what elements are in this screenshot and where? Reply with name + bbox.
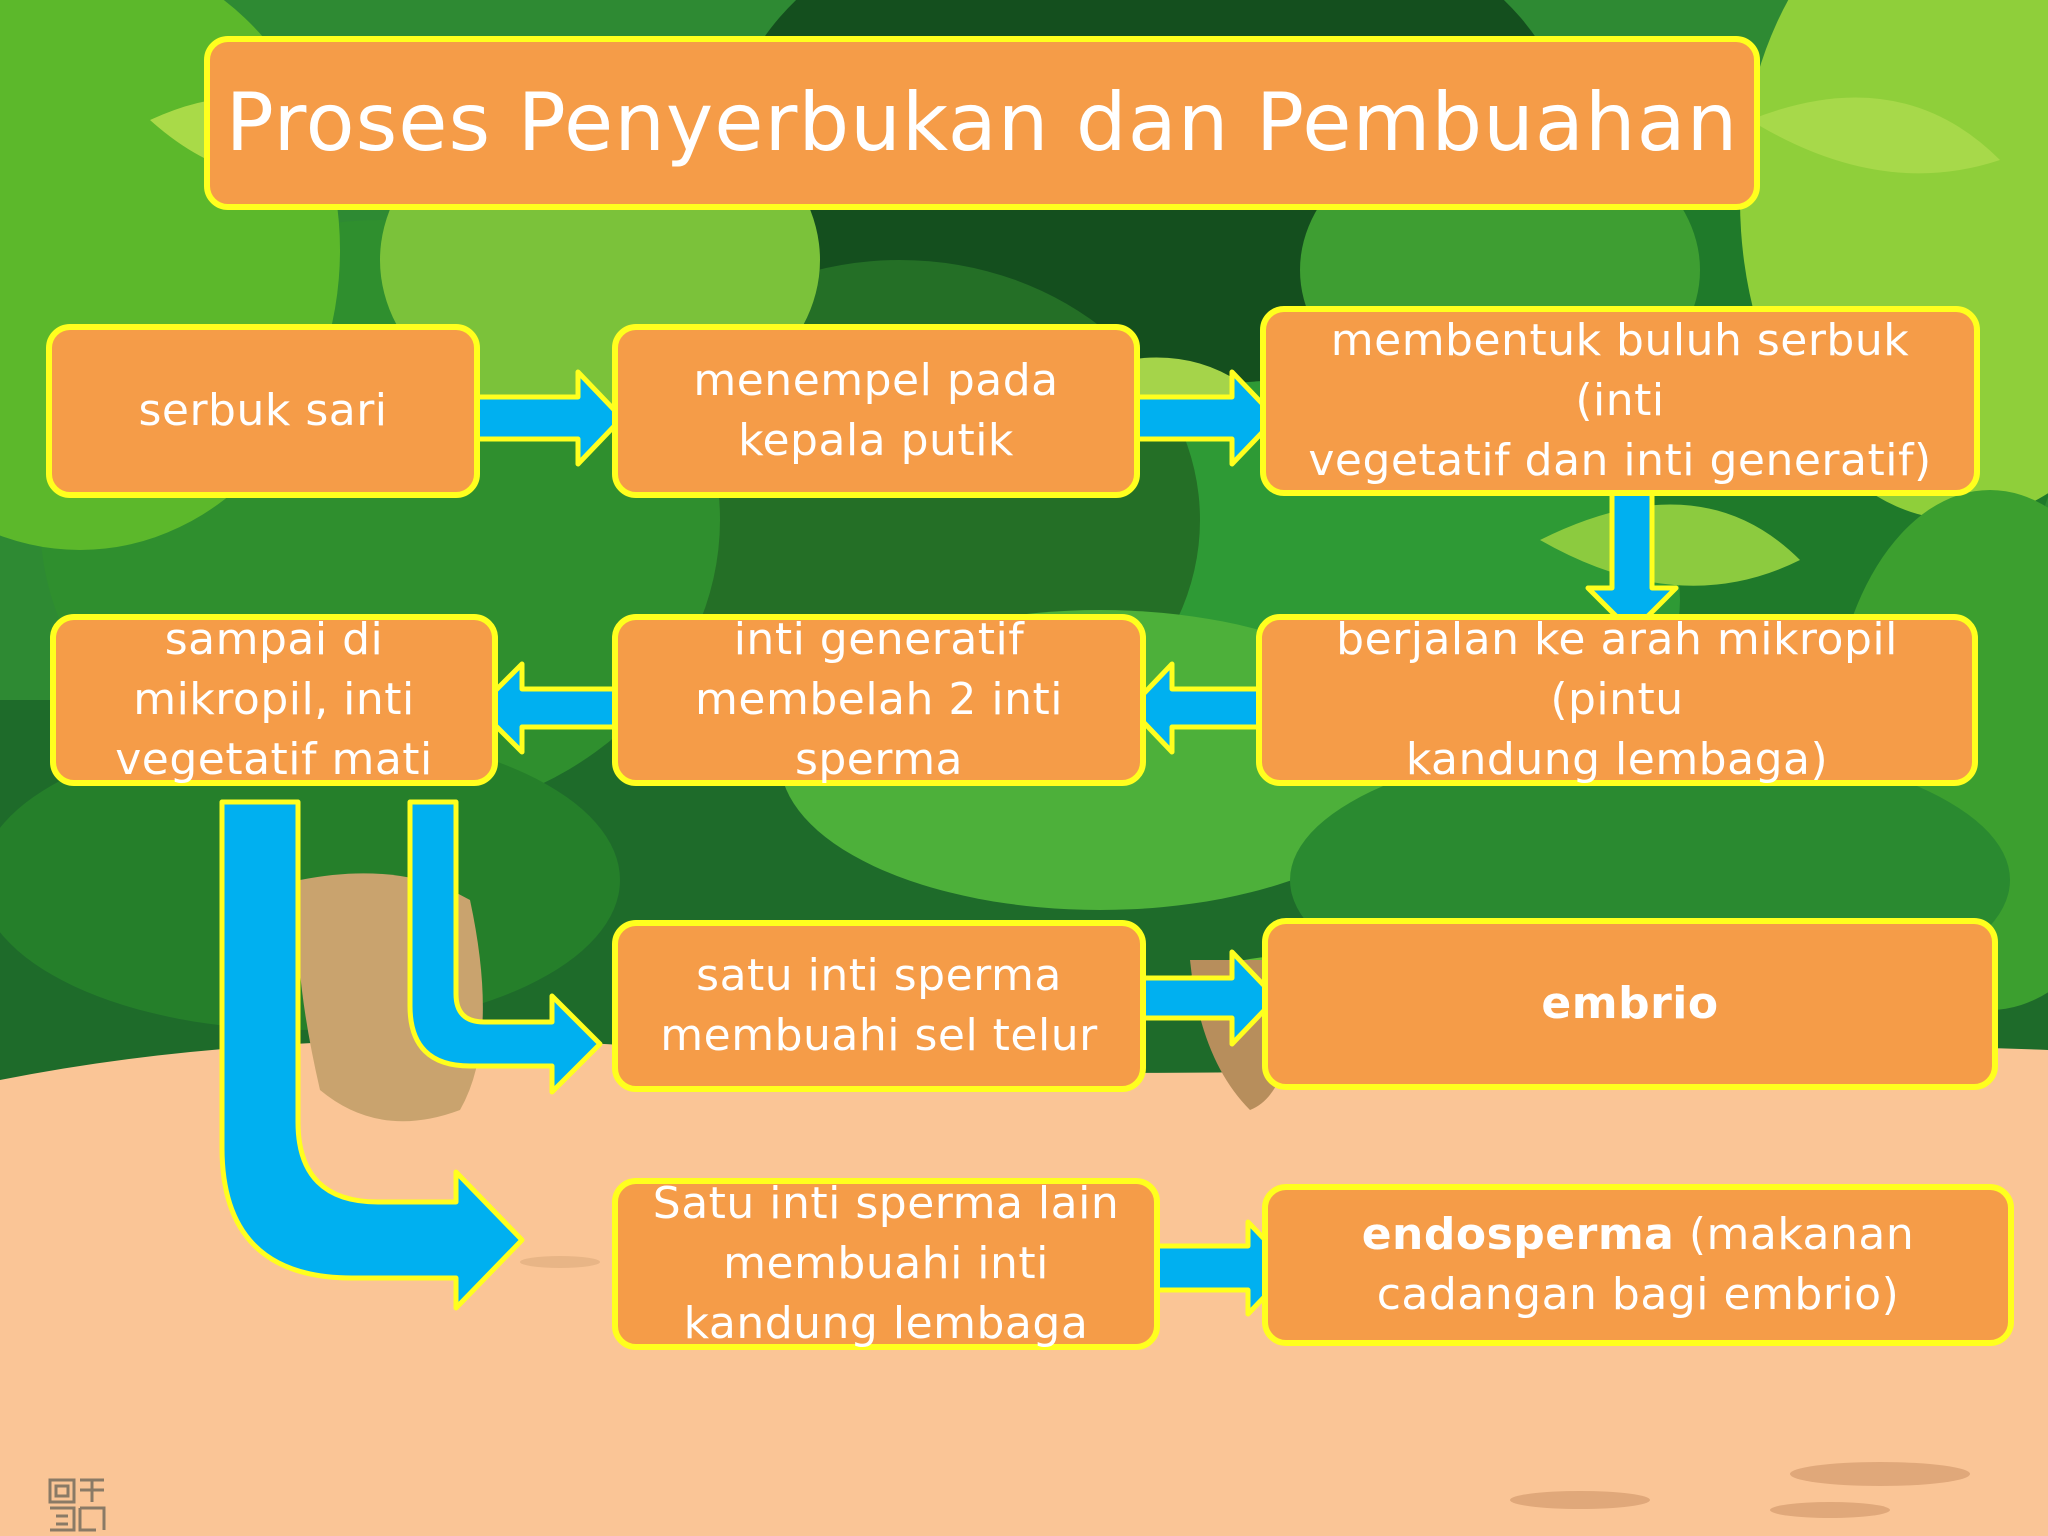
node-sel-telur: satu inti sperma membuahi sel telur xyxy=(612,920,1146,1092)
page-title: Proses Penyerbukan dan Pembuahan xyxy=(204,36,1760,210)
arrow-mikropil-to-sel-telur xyxy=(407,799,603,1095)
arrow-inti-to-mikropil xyxy=(475,661,635,755)
node-berjalan-label: berjalan ke arah mikropil (pintu kandung… xyxy=(1336,614,1898,785)
node-inti-generatif-label: inti generatif membelah 2 inti sperma xyxy=(695,614,1063,785)
node-mikropil-label: sampai di mikropil, inti vegetatif mati xyxy=(115,614,433,785)
arrow-mikropil-to-kandung xyxy=(219,799,525,1311)
endosperma-bold: endosperma xyxy=(1361,1209,1675,1260)
node-inti-generatif: inti generatif membelah 2 inti sperma xyxy=(612,614,1146,786)
node-kandung-lembaga-label: Satu inti sperma lain membuahi inti kand… xyxy=(652,1178,1120,1349)
node-menempel-label: menempel pada kepala putik xyxy=(693,355,1059,466)
node-serbuk-sari-label: serbuk sari xyxy=(138,385,388,436)
node-menempel: menempel pada kepala putik xyxy=(612,324,1140,498)
arrow-menempel-to-buluh xyxy=(1127,369,1279,467)
node-kandung-lembaga: Satu inti sperma lain membuahi inti kand… xyxy=(612,1178,1160,1350)
node-endosperma-label: endosperma (makanan cadangan bagi embrio… xyxy=(1362,1205,1915,1325)
node-buluh-serbuk-label: membentuk buluh serbuk (inti vegetatif d… xyxy=(1308,315,1932,486)
node-embrio-label: embrio xyxy=(1541,978,1719,1029)
node-berjalan: berjalan ke arah mikropil (pintu kandung… xyxy=(1256,614,1978,786)
arrow-serbuk-to-menempel xyxy=(471,369,625,467)
node-buluh-serbuk: membentuk buluh serbuk (inti vegetatif d… xyxy=(1260,306,1980,496)
node-embrio: embrio xyxy=(1262,918,1998,1090)
title-text: Proses Penyerbukan dan Pembuahan xyxy=(225,76,1739,169)
endosperma-rest: (makanan cadangan bagi embrio) xyxy=(1376,1209,1915,1320)
arrow-buluh-to-berjalan xyxy=(1585,475,1679,635)
arrow-sel-telur-to-embrio xyxy=(1127,949,1279,1047)
node-endosperma: endosperma (makanan cadangan bagi embrio… xyxy=(1262,1184,2014,1346)
node-serbuk-sari: serbuk sari xyxy=(46,324,480,498)
corner-logo-icon xyxy=(48,1478,106,1532)
node-sel-telur-label: satu inti sperma membuahi sel telur xyxy=(660,950,1098,1061)
node-mikropil: sampai di mikropil, inti vegetatif mati xyxy=(50,614,498,786)
